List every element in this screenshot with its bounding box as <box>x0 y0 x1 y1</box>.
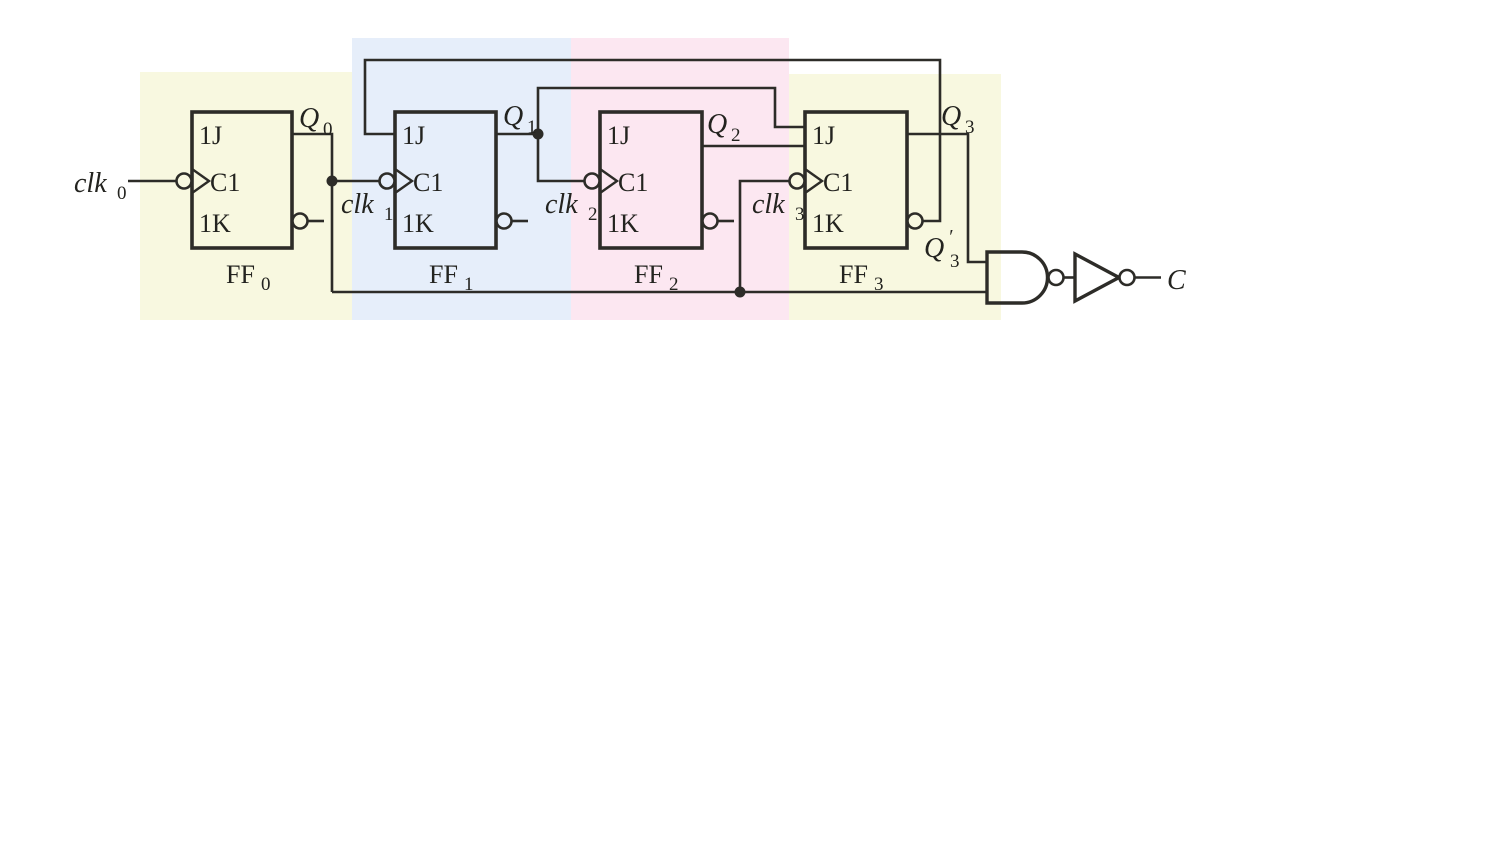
label-clk0: clk <box>74 168 107 199</box>
inverter-group <box>1073 251 1136 304</box>
ff1-qbar-bubble-icon <box>495 212 513 230</box>
label-clk2: clk <box>545 189 578 220</box>
signal-labels: clk 0 Q 0 clk 1 Q 1 clk 2 Q 2 clk 3 Q 3 … <box>74 101 1186 296</box>
label-clk3: clk <box>752 189 785 220</box>
label-carry-output: C <box>1167 265 1186 296</box>
ff3-qbar-bubble-icon <box>906 212 924 230</box>
ff2-name-label: FF <box>634 260 663 289</box>
junction-q0-clk1 <box>326 175 338 187</box>
label-q1: Q <box>503 101 523 132</box>
label-q0-sub: 0 <box>323 119 333 140</box>
highlight-band-ff3 <box>789 74 1001 320</box>
label-q2: Q <box>707 109 727 140</box>
ff0-k-label: 1K <box>199 209 231 238</box>
label-q0: Q <box>299 103 319 134</box>
nand-gate-group <box>985 250 1065 305</box>
junction-bus-clk3 <box>734 286 746 298</box>
ff0-name-label: FF <box>226 260 255 289</box>
ff1-clock-bubble-icon <box>378 172 396 190</box>
ff1-c1-label: C1 <box>413 168 443 197</box>
label-q3bar: Q <box>924 233 944 264</box>
ff1-name-label: FF <box>429 260 458 289</box>
label-clk1-sub: 1 <box>384 204 394 225</box>
ff3-name-sub: 3 <box>874 274 884 295</box>
label-q3: Q <box>941 101 961 132</box>
wire-q3-to-nand <box>907 132 987 264</box>
ff1-name-sub: 1 <box>464 274 474 295</box>
ff3-group: 1J C1 1K FF 3 <box>788 110 924 295</box>
ff1-k-label: 1K <box>402 209 434 238</box>
wire-q0-output <box>292 132 334 292</box>
label-clk2-sub: 2 <box>588 204 598 225</box>
highlight-band-ff2 <box>571 38 789 320</box>
inverter-body <box>1073 251 1123 304</box>
label-q1-sub: 1 <box>527 117 537 138</box>
ff2-j-label: 1J <box>607 121 630 150</box>
label-q3bar-sub: 3 <box>950 251 960 272</box>
label-clk3-sub: 3 <box>795 204 805 225</box>
ff2-qbar-bubble-icon <box>701 212 719 230</box>
nand-gate-body <box>985 250 1050 305</box>
ff2-name-sub: 2 <box>669 274 679 295</box>
ff2-c1-label: C1 <box>618 168 648 197</box>
ff0-c1-label: C1 <box>210 168 240 197</box>
nand-output-bubble-icon <box>1047 268 1065 287</box>
label-q2-sub: 2 <box>731 125 741 146</box>
wire-q3bar-feedback-to-ff1-j <box>363 58 942 223</box>
label-clk1: clk <box>341 189 374 220</box>
ff2-clock-bubble-icon <box>583 172 601 190</box>
ff0-qbar-bubble-icon <box>291 212 309 230</box>
ff0-clock-bubble-icon <box>175 172 193 190</box>
wire-bus-to-clk3 <box>738 179 789 292</box>
ff1-j-label: 1J <box>402 121 425 150</box>
ff0-j-label: 1J <box>199 121 222 150</box>
inverter-output-bubble-icon <box>1118 268 1136 287</box>
ff3-name-label: FF <box>839 260 868 289</box>
label-q3bar-prime: ′ <box>948 226 953 248</box>
wire-q1-feedback-to-ff3-j <box>536 86 805 134</box>
ff1-group: 1J C1 1K FF 1 <box>378 110 513 295</box>
junction-q1-feedback <box>532 128 544 140</box>
wire-q1-to-clk2 <box>536 134 584 183</box>
label-q3-sub: 3 <box>965 117 975 138</box>
ff0-group: 1J C1 1K FF 0 <box>175 110 309 295</box>
ff3-c1-label: C1 <box>823 168 853 197</box>
label-clk0-sub: 0 <box>117 183 127 204</box>
ff3-k-label: 1K <box>812 209 844 238</box>
ff2-group: 1J C1 1K FF 2 <box>583 110 719 295</box>
ff3-clock-bubble-icon <box>788 172 806 190</box>
ff0-name-sub: 0 <box>261 274 271 295</box>
ff3-j-label: 1J <box>812 121 835 150</box>
ff2-k-label: 1K <box>607 209 639 238</box>
